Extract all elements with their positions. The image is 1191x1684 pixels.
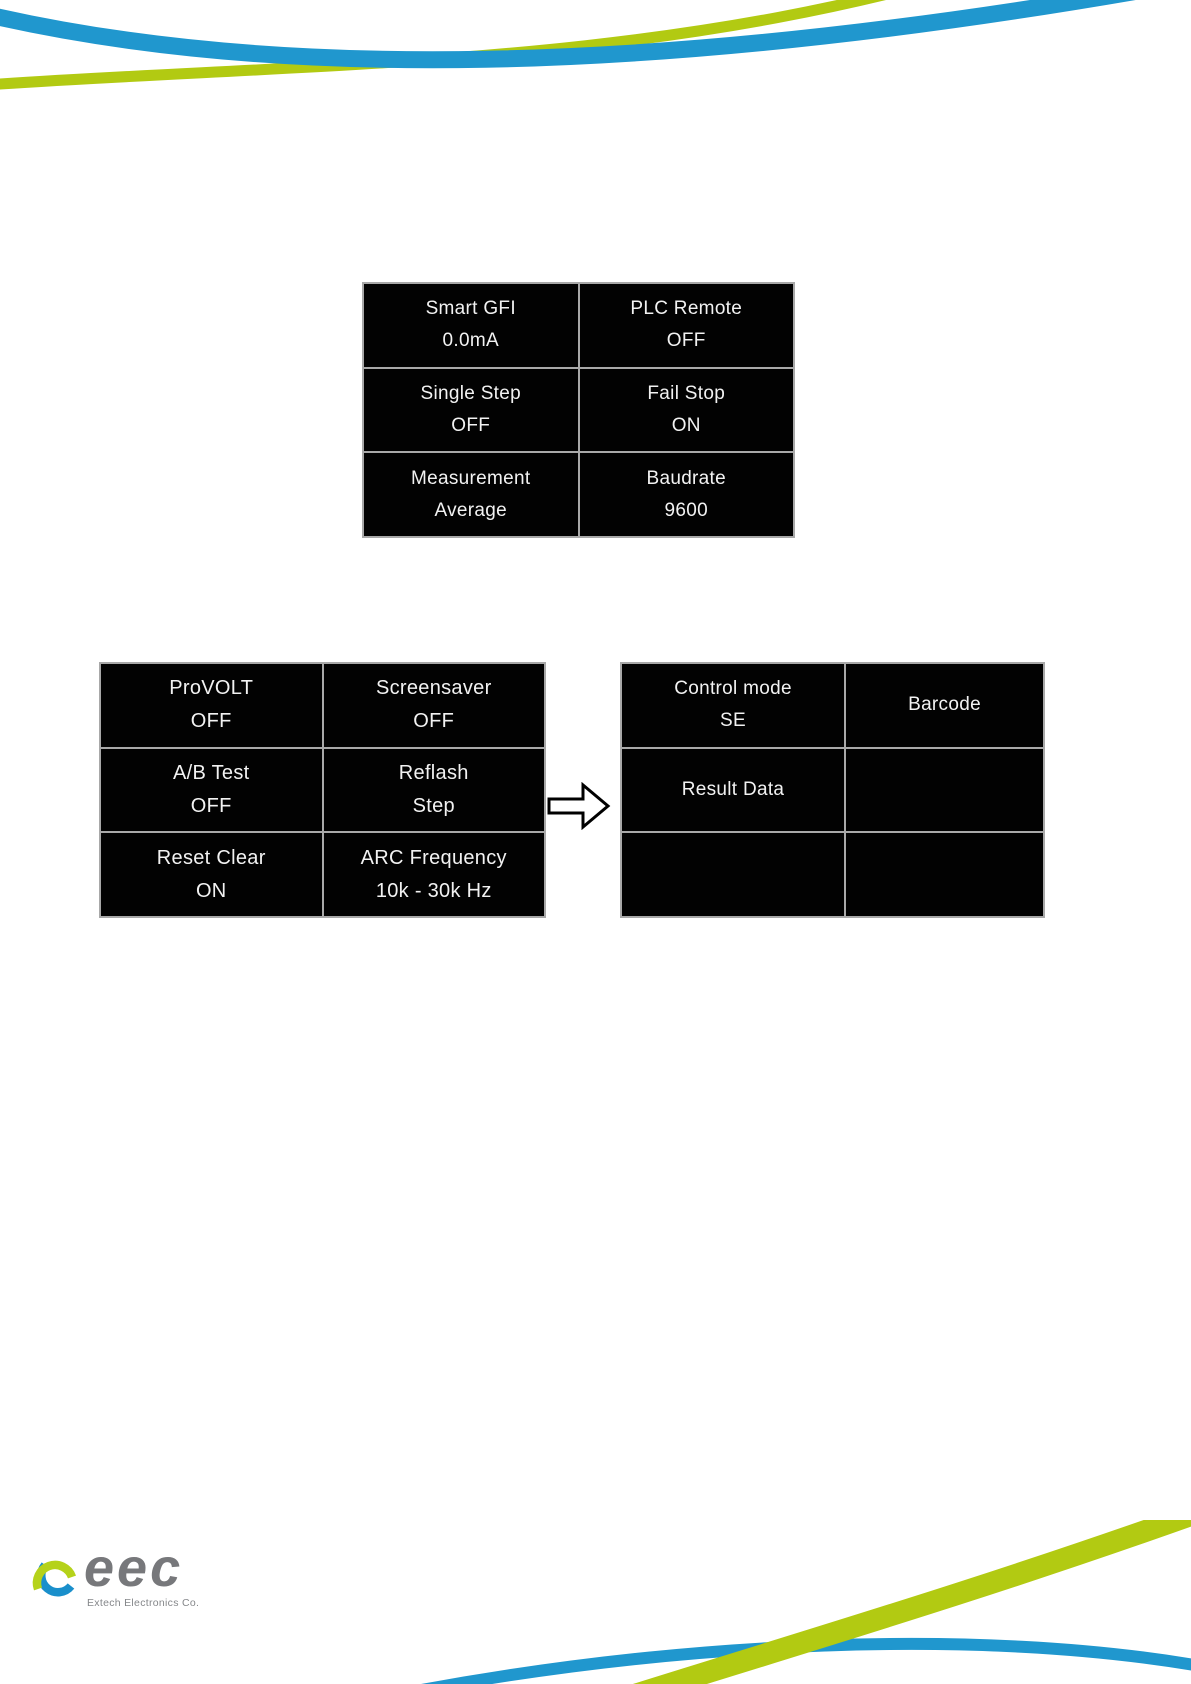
device-settings-screen-1: Smart GFI 0.0mA PLC Remote OFF Single St… (362, 282, 795, 538)
menu-cell-label: PLC Remote (630, 298, 743, 320)
eec-logo: eec Extech Electronics Co. (30, 1538, 280, 1621)
menu-cell-label: Reset Clear (156, 846, 266, 869)
menu-cell-plc-remote: PLC Remote OFF (579, 284, 793, 367)
eec-logo-tagline: Extech Electronics Co. (87, 1597, 200, 1609)
menu-cell-value: OFF (190, 710, 232, 733)
menu-cell-baudrate: Baudrate 9600 (579, 453, 793, 536)
menu-cell-label: ProVOLT (169, 677, 254, 700)
menu-cell-empty (846, 833, 1043, 916)
menu-cell-label: Fail Stop (647, 383, 726, 405)
menu-cell-label: Reflash (398, 761, 469, 784)
menu-cell-label: Single Step (420, 383, 521, 405)
menu-cell-control-mode: Control mode SE (622, 664, 845, 747)
menu-cell-value: ON (671, 414, 701, 436)
menu-cell-value: OFF (190, 794, 232, 817)
menu-cell-value: 0.0mA (442, 330, 499, 352)
menu-cell-result-data: Result Data (622, 748, 845, 832)
menu-cell-smart-gfi: Smart GFI 0.0mA (364, 284, 578, 367)
menu-cell-label: Baudrate (646, 467, 726, 489)
menu-cell-single-step: Single Step OFF (364, 368, 578, 452)
menu-cell-screensaver: Screensaver OFF (323, 664, 544, 747)
eec-logo-text: eec (84, 1538, 184, 1598)
menu-cell-provolt: ProVOLT OFF (101, 664, 322, 747)
device-settings-screen-3: Control mode SE Barcode Result Data (620, 662, 1045, 918)
menu-cell-value: 9600 (664, 499, 708, 521)
menu-cell-value: SE (720, 710, 746, 732)
menu-cell-label: ARC Frequency (360, 846, 507, 869)
menu-cell-measurement: Measurement Average (364, 453, 578, 536)
menu-cell-fail-stop: Fail Stop ON (579, 368, 793, 452)
menu-cell-label: Smart GFI (425, 298, 516, 320)
menu-cell-value: 10k - 30k Hz (375, 879, 492, 902)
menu-cell-value: OFF (666, 330, 706, 352)
menu-cell-label: Barcode (908, 694, 981, 716)
menu-cell-value: ON (195, 879, 227, 902)
menu-cell-label: A/B Test (172, 761, 250, 784)
bottom-wave-decoration (421, 1520, 1191, 1684)
menu-cell-value: Average (434, 499, 508, 521)
menu-cell-label: Control mode (674, 678, 792, 700)
menu-cell-barcode: Barcode (846, 664, 1043, 747)
menu-cell-reset-clear: Reset Clear ON (101, 833, 322, 916)
menu-cell-value: OFF (451, 414, 491, 436)
menu-cell-empty (846, 748, 1043, 832)
menu-cell-label: Result Data (681, 779, 785, 801)
device-settings-screen-2: ProVOLT OFF Screensaver OFF A/B Test OFF… (99, 662, 546, 918)
top-wave-decoration (0, 0, 1136, 90)
menu-cell-label: Measurement (411, 467, 531, 489)
menu-cell-value: OFF (413, 710, 455, 733)
menu-cell-reflash: Reflash Step (323, 748, 544, 832)
right-arrow-icon (547, 782, 611, 830)
menu-cell-label: Screensaver (375, 677, 492, 700)
menu-cell-value: Step (412, 794, 455, 817)
menu-cell-arc-frequency: ARC Frequency 10k - 30k Hz (323, 833, 544, 916)
menu-cell-empty (622, 833, 845, 916)
eec-logo-mark-icon (32, 1560, 77, 1597)
menu-cell-ab-test: A/B Test OFF (101, 748, 322, 832)
